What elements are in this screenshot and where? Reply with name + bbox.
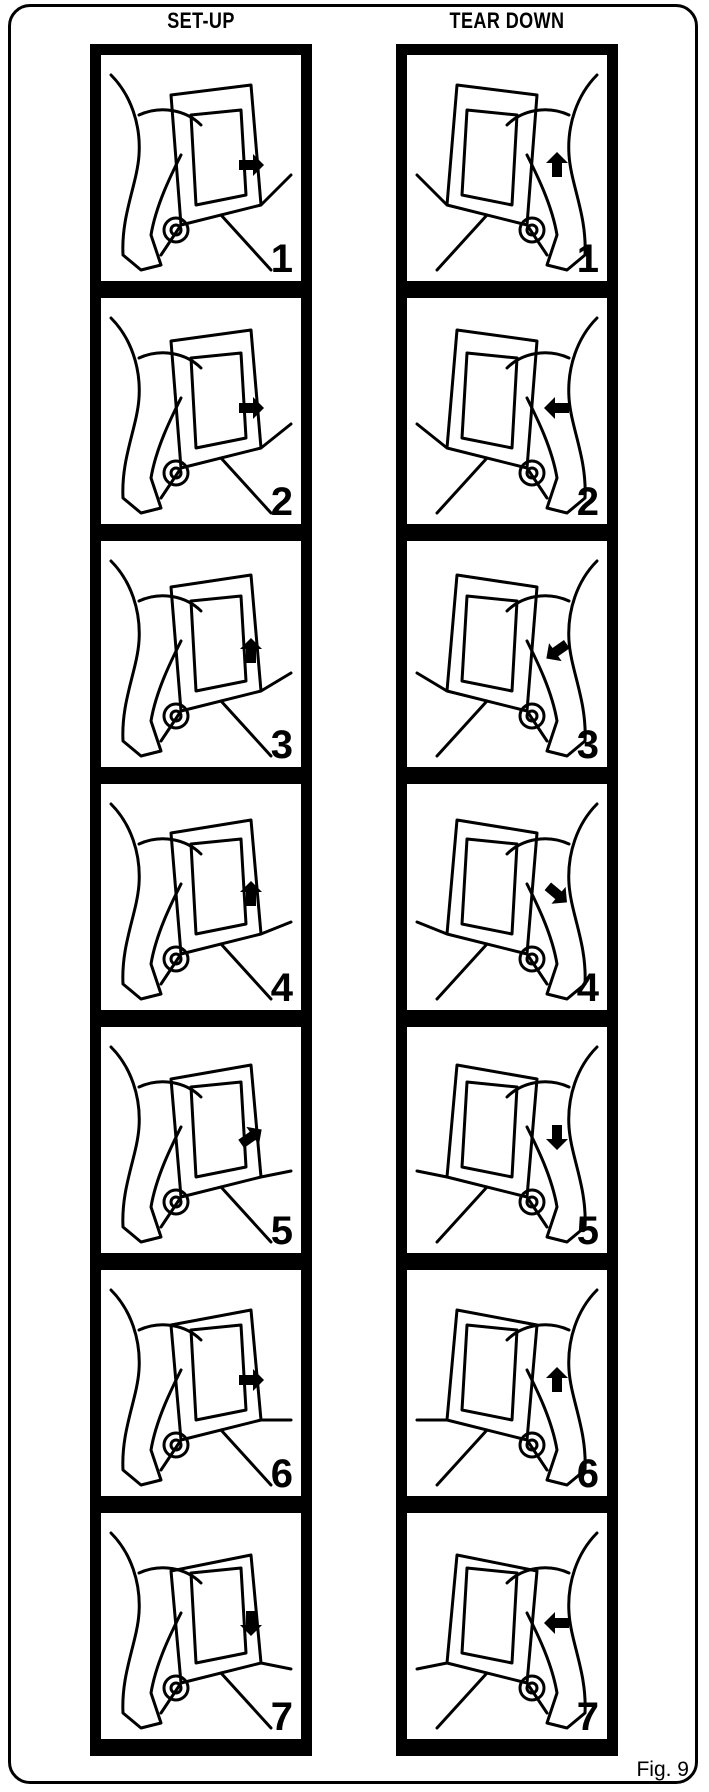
setup-step-panel: 4 [101,784,301,1010]
setup-column-title: SET-UP [167,8,235,33]
saw-stand-icon [415,1063,549,1244]
step-number: 4 [576,966,599,1010]
wheel-icon [518,216,546,244]
setup-step-panel: 3 [101,541,301,767]
wheel-icon [518,459,546,487]
direction-arrow-icon [546,152,568,177]
direction-arrow-icon [240,1611,262,1636]
direction-arrow-icon [544,882,567,904]
direction-arrow-icon [240,638,262,663]
figure-label: Fig. 9 [636,1758,689,1781]
saw-stand-icon [415,818,549,1001]
person-icon [109,73,203,272]
step-number: 3 [576,723,599,767]
wheel-icon [162,945,190,973]
setup-step-panel: 6 [101,1270,301,1496]
teardown-steps-strip: 1 2 3 4 5 6 7 [396,44,618,1756]
wheel-icon [518,1431,546,1459]
step-number: 7 [576,1695,599,1739]
step-number: 1 [576,237,599,281]
wheel-icon [518,945,546,973]
wheel-icon [162,1674,190,1702]
wheel-icon [162,1188,190,1216]
teardown-step-panel: 2 [407,298,607,524]
direction-arrow-icon [239,397,264,419]
person-icon [109,1288,203,1487]
saw-stand-icon [415,1553,549,1730]
step-number: 3 [270,723,293,767]
step-number: 5 [576,1209,599,1253]
direction-arrow-icon [544,1612,569,1634]
step-number: 7 [270,1695,293,1739]
person-icon [109,316,203,515]
setup-steps-strip: 1 2 3 4 5 6 7 [90,44,312,1756]
figure-frame [8,4,698,1784]
step-number: 5 [270,1209,293,1253]
teardown-step-panel: 7 [407,1513,607,1739]
step-number: 2 [576,480,599,524]
step-number: 1 [270,237,293,281]
teardown-column-title: TEAR DOWN [449,8,565,33]
setup-step-panel: 1 [101,55,301,281]
wheel-icon [518,702,546,730]
wheel-icon [518,1188,546,1216]
step-number: 4 [270,966,293,1010]
step-number: 2 [270,480,293,524]
saw-stand-icon [415,573,549,758]
direction-arrow-icon [546,640,570,662]
direction-arrow-icon [544,397,569,419]
wheel-icon [518,1674,546,1702]
direction-arrow-icon [239,154,264,176]
teardown-step-panel: 6 [407,1270,607,1496]
wheel-icon [162,702,190,730]
person-icon [109,559,203,758]
wheel-icon [162,216,190,244]
setup-step-panel: 7 [101,1513,301,1739]
person-icon [109,802,203,1001]
person-icon [109,1531,203,1730]
teardown-step-panel: 5 [407,1027,607,1253]
direction-arrow-icon [546,1125,568,1150]
person-icon [505,1531,599,1730]
teardown-step-panel: 4 [407,784,607,1010]
setup-step-panel: 5 [101,1027,301,1253]
direction-arrow-icon [239,1369,264,1391]
wheel-icon [162,459,190,487]
direction-arrow-icon [240,881,262,906]
teardown-step-panel: 3 [407,541,607,767]
wheel-icon [162,1431,190,1459]
direction-arrow-icon [546,1367,568,1392]
step-number: 6 [576,1452,599,1496]
setup-step-panel: 2 [101,298,301,524]
direction-arrow-icon [238,1126,262,1148]
teardown-step-panel: 1 [407,55,607,281]
step-number: 6 [270,1452,293,1496]
saw-stand-icon [415,1308,549,1487]
